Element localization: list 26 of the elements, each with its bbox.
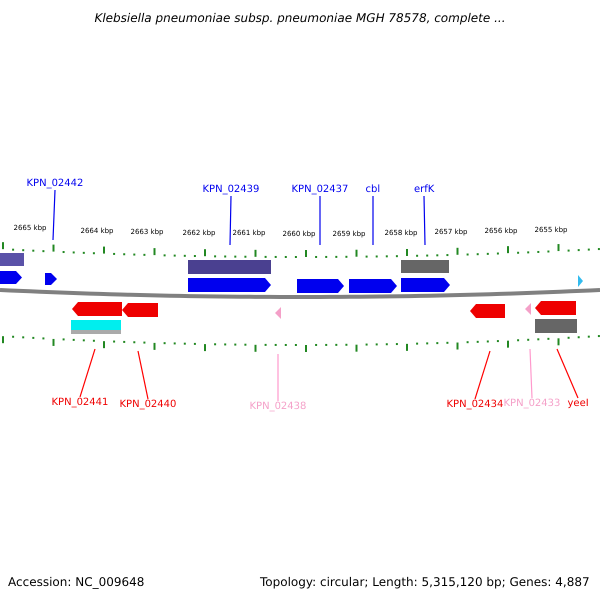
leader-line [229,196,232,246]
gene-label: KPN_02434 [446,399,504,411]
title: Klebsiella pneumoniae subsp. pneumoniae MGH 78578, complete ... [93,12,507,24]
gene-label: KPN_02437 [292,184,348,196]
leader-line [277,354,279,401]
leader-line [79,348,96,398]
gene-label: KPN_02442 [26,178,84,190]
leader-line [474,350,491,400]
leader-line [52,190,56,240]
genome-map-drawing [0,242,600,352]
leader-line [556,348,579,398]
gene-label: KPN_02440 [120,399,176,411]
gene-label: KPN_02433 [504,398,560,410]
leader-line [372,196,374,245]
gene-label: yeeI [568,398,589,410]
leader-line [319,196,321,245]
accession-text: Accession: NC_009648 [8,575,144,589]
gene-label: KPN_02439 [202,184,260,196]
leader-line [137,350,149,400]
gene-label: cbl [366,184,380,196]
gene-label: erfK [414,184,434,196]
genome-info-text: Topology: circular; Length: 5,315,120 bp; Genes: 4,887 [260,575,590,589]
gene-label: KPN_02441 [52,397,108,409]
leader-line [529,348,533,398]
gene-label: KPN_02438 [250,401,306,413]
leader-line [423,196,426,246]
